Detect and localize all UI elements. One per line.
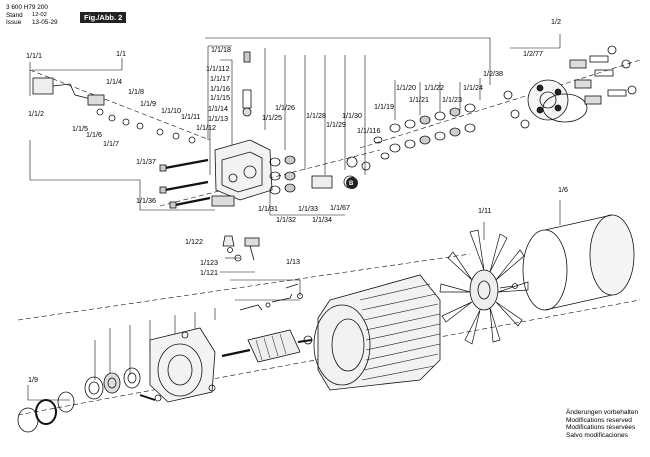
label-1-6: 1/6 <box>558 185 568 194</box>
valve-seals <box>269 103 476 195</box>
motor-end-housing <box>139 327 216 403</box>
label-1-1-1: 1/1/1 <box>26 51 42 60</box>
callout-b: B <box>349 181 354 187</box>
issue-date: 13-05-29 <box>32 19 58 26</box>
label-1-1-112: 1/1/112 <box>206 64 230 73</box>
label-1-1-6: 1/1/6 <box>86 130 102 139</box>
issue-label: Issue <box>6 19 22 26</box>
label-1-2-77: 1/2/77 <box>523 49 543 58</box>
bearings-and-seals <box>17 367 141 433</box>
modifications-es: Salvo modificaciones <box>566 431 628 439</box>
label-1-1-26: 1/1/26 <box>275 103 295 112</box>
label-1-1-25: 1/1/25 <box>262 113 282 122</box>
label-1-1-2: 1/1/2 <box>28 109 44 118</box>
label-1-1-36: 1/1/36 <box>136 196 156 205</box>
label-1-121: 1/121 <box>200 268 218 277</box>
bolts <box>159 158 211 209</box>
label-1-1-31: 1/1/31 <box>258 204 278 213</box>
label-1-1-11: 1/1/11 <box>181 112 201 121</box>
label-1-2: 1/2 <box>551 17 561 26</box>
label-1-1-10: 1/1/10 <box>161 106 181 115</box>
small-fittings <box>222 235 260 262</box>
modifications-note: Änderungen vorbehalten Modifications res… <box>566 409 638 439</box>
label-1-11: 1/11 <box>478 206 492 215</box>
label-1-1-14: 1/1/14 <box>208 104 228 113</box>
label-1-1-34: 1/1/34 <box>312 215 332 224</box>
label-1-1-23: 1/1/23 <box>442 95 462 104</box>
label-1-1-67: 1/1/67 <box>330 203 350 212</box>
label-1-1-8: 1/1/8 <box>128 87 144 96</box>
pump-head <box>211 51 273 207</box>
label-1-1-4: 1/1/4 <box>106 77 122 86</box>
swashplate-assembly <box>503 45 637 129</box>
label-1-1-28: 1/1/28 <box>306 111 326 120</box>
label-1-122: 1/122 <box>185 237 203 246</box>
label-1-1: 1/1 <box>116 49 126 58</box>
label-1-1-21: 1/1/21 <box>409 95 429 104</box>
label-1-1-5: 1/1/5 <box>72 124 88 133</box>
fan-cover <box>522 214 635 311</box>
label-1-1-24: 1/1/24 <box>463 83 483 92</box>
label-1-2-38: 1/2/38 <box>483 69 503 78</box>
label-1-1-18: 1/1/18 <box>211 45 231 54</box>
leader-lines <box>27 34 561 401</box>
figure-label: Fig./Abb. 2 <box>80 12 127 23</box>
label-1-1-22: 1/1/22 <box>424 83 444 92</box>
motor-stator <box>303 274 441 391</box>
wiring-clips <box>239 283 303 311</box>
label-1-1-17: 1/1/17 <box>210 74 230 83</box>
label-1-1-29: 1/1/29 <box>326 120 346 129</box>
modifications-de: Änderungen vorbehalten <box>566 409 639 416</box>
label-1-1-37: 1/1/37 <box>136 157 156 166</box>
stand-label: Stand <box>6 12 23 19</box>
label-1-13: 1/13 <box>286 257 300 266</box>
label-1-1-7: 1/1/7 <box>103 139 119 148</box>
rotor <box>221 329 313 363</box>
label-1-1-33: 1/1/33 <box>298 204 318 213</box>
bypass-valve-assembly <box>32 77 196 144</box>
label-1-1-12: 1/1/12 <box>196 123 216 132</box>
label-1-1-116: 1/1/116 <box>357 126 381 135</box>
stand-date: 12-02 <box>32 12 47 18</box>
label-1-1-16: 1/1/16 <box>210 84 230 93</box>
label-1-1-19: 1/1/19 <box>374 102 394 111</box>
modifications-en: Modifications reserved <box>566 416 632 424</box>
label-1-1-30: 1/1/30 <box>342 111 362 120</box>
label-1-1-15: 1/1/15 <box>210 93 230 102</box>
modifications-fr: Modifications réservées <box>566 424 636 432</box>
label-1-1-9: 1/1/9 <box>140 99 156 108</box>
label-1-9: 1/9 <box>28 375 38 384</box>
label-1-1-13: 1/1/13 <box>208 114 228 123</box>
doc-number: 3 600 H79 200 <box>6 4 48 11</box>
label-1-1-20: 1/1/20 <box>396 83 416 92</box>
cooling-fan <box>439 229 529 345</box>
label-1-123: 1/123 <box>200 258 218 267</box>
label-1-1-32: 1/1/32 <box>276 215 296 224</box>
